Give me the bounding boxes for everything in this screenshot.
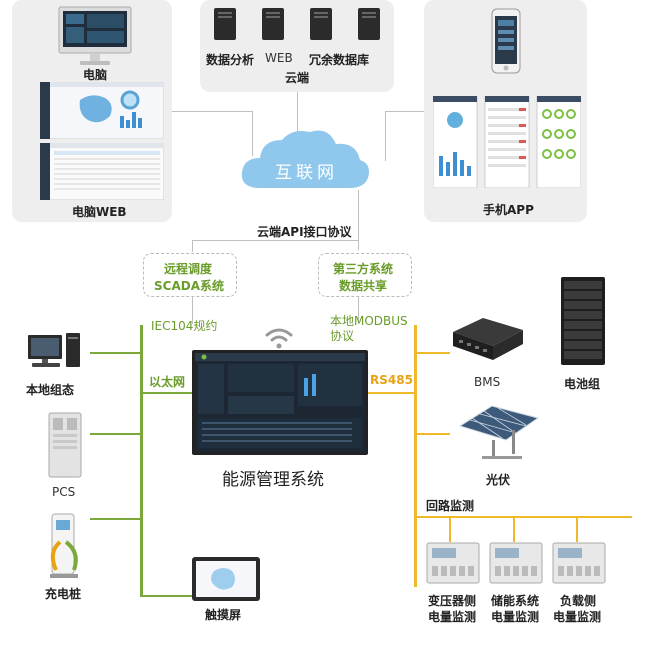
left-device-label-0: 本地组态 xyxy=(26,383,75,397)
modbus-label-line1: 本地MODBUS xyxy=(330,314,408,328)
ems-screen xyxy=(192,350,368,455)
pc-monitor-icon xyxy=(58,6,132,68)
third-party-box: 第三方系统 数据共享 xyxy=(318,253,412,297)
meter-icon-1 xyxy=(489,542,543,584)
bms-label: BMS xyxy=(474,375,501,389)
iec104-label: IEC104规约 xyxy=(151,319,218,333)
battery-rack-icon xyxy=(560,276,606,366)
remote-scada-box: 远程调度 SCADA系统 xyxy=(143,253,237,297)
cloud-servers-title: 云端 xyxy=(285,71,310,85)
mobile-screens xyxy=(433,96,581,188)
touch-screen-icon xyxy=(192,557,260,601)
meter-icon-2 xyxy=(552,542,606,584)
server-web-label: WEB xyxy=(265,51,293,65)
battery-label: 电池组 xyxy=(564,377,601,391)
server-analysis-label: 数据分析 xyxy=(206,53,255,67)
wifi-icon xyxy=(264,325,294,351)
loop-monitor-label: 回路监测 xyxy=(426,499,475,513)
server-redundant-db-label: 冗余数据库 xyxy=(309,53,370,67)
ems-label: 能源管理系统 xyxy=(222,470,324,490)
charger-icon xyxy=(46,512,86,580)
touch-screen-label: 触摸屏 xyxy=(205,608,242,622)
meter-label-1-line2: 电量监测 xyxy=(491,610,540,624)
meter-label-0-line1: 变压器侧 xyxy=(428,594,477,608)
cloud-api-label: 云端API接口协议 xyxy=(257,225,352,239)
left-device-label-1: PCS xyxy=(52,485,76,499)
third-party-line2: 数据共享 xyxy=(339,279,388,293)
remote-scada-line1: 远程调度 xyxy=(164,262,213,276)
meter-label-2-line1: 负载侧 xyxy=(560,594,597,608)
pc-web-screenshot-map xyxy=(40,82,164,139)
pc-web-label: 电脑WEB xyxy=(72,205,127,219)
local-workstation-icon xyxy=(28,333,82,375)
meter-label-2-line2: 电量监测 xyxy=(553,610,602,624)
meter-label-0-line2: 电量监测 xyxy=(428,610,477,624)
server-icons xyxy=(210,6,390,42)
pcs-cabinet-icon xyxy=(48,412,82,478)
cloud-label: 互联网 xyxy=(275,163,338,183)
mobile-app-label: 手机APP xyxy=(483,203,534,217)
meter-icon-0 xyxy=(426,542,480,584)
phone-icon xyxy=(491,8,521,74)
pc-label: 电脑 xyxy=(83,68,108,82)
pc-web-screenshot-table xyxy=(40,143,164,200)
rs485-label: RS485 xyxy=(370,373,413,387)
bms-device-icon xyxy=(447,312,527,364)
remote-scada-line2: SCADA系统 xyxy=(154,279,224,293)
meter-label-1-line1: 储能系统 xyxy=(491,594,540,608)
cloud-icon xyxy=(238,126,372,196)
ethernet-label: 以太网 xyxy=(149,375,186,389)
third-party-line1: 第三方系统 xyxy=(333,262,394,276)
solar-panel-icon xyxy=(452,396,542,460)
left-device-label-2: 充电桩 xyxy=(45,587,82,601)
modbus-label-line2: 协议 xyxy=(330,329,355,343)
pv-label: 光伏 xyxy=(486,473,511,487)
